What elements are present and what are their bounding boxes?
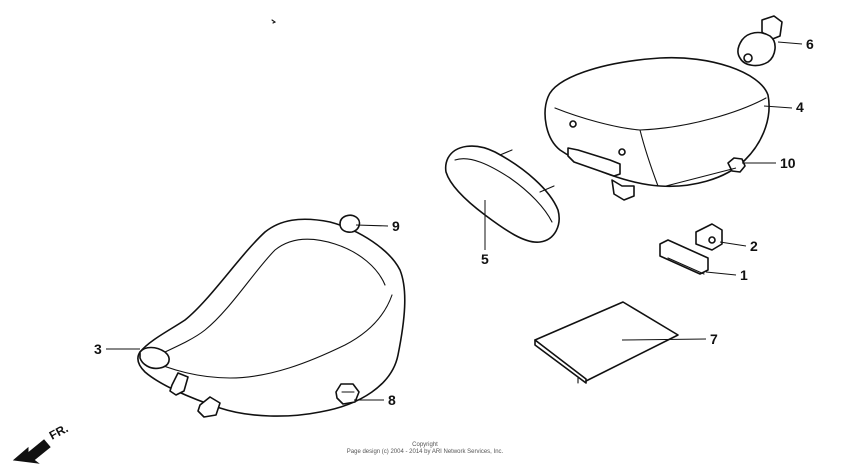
callout-7: 7 <box>710 331 718 347</box>
callout-8: 8 <box>388 392 396 408</box>
stray-mark <box>271 19 277 24</box>
callout-1: 1 <box>740 267 748 283</box>
part-7-manual <box>534 301 679 384</box>
callout-5: 5 <box>481 251 489 267</box>
copyright-line-1: Copyright <box>412 442 438 448</box>
part-5-backrest <box>444 145 560 243</box>
part-2-plate <box>695 223 723 251</box>
part-4-rear-seat <box>544 56 770 201</box>
part-3-main-seat <box>137 218 406 418</box>
callout-3: 3 <box>94 341 102 357</box>
callout-6: 6 <box>806 36 814 52</box>
callout-9: 9 <box>392 218 400 234</box>
part-1-clip <box>659 239 709 275</box>
part-8-nut <box>335 383 360 405</box>
callout-4: 4 <box>796 99 804 115</box>
part-6-key-lock <box>737 15 783 67</box>
callout-10: 10 <box>780 155 796 171</box>
front-arrow-icon <box>12 439 51 464</box>
callout-labels: 1 2 3 4 5 6 7 8 9 10 <box>94 36 814 408</box>
callout-2: 2 <box>750 238 758 254</box>
front-direction-label: FR. <box>47 421 71 442</box>
copyright-line-2: Page design (c) 2004 - 2014 by ARI Netwo… <box>346 449 504 455</box>
part-9-cap-nut <box>339 214 361 233</box>
leader-lines <box>106 41 803 401</box>
